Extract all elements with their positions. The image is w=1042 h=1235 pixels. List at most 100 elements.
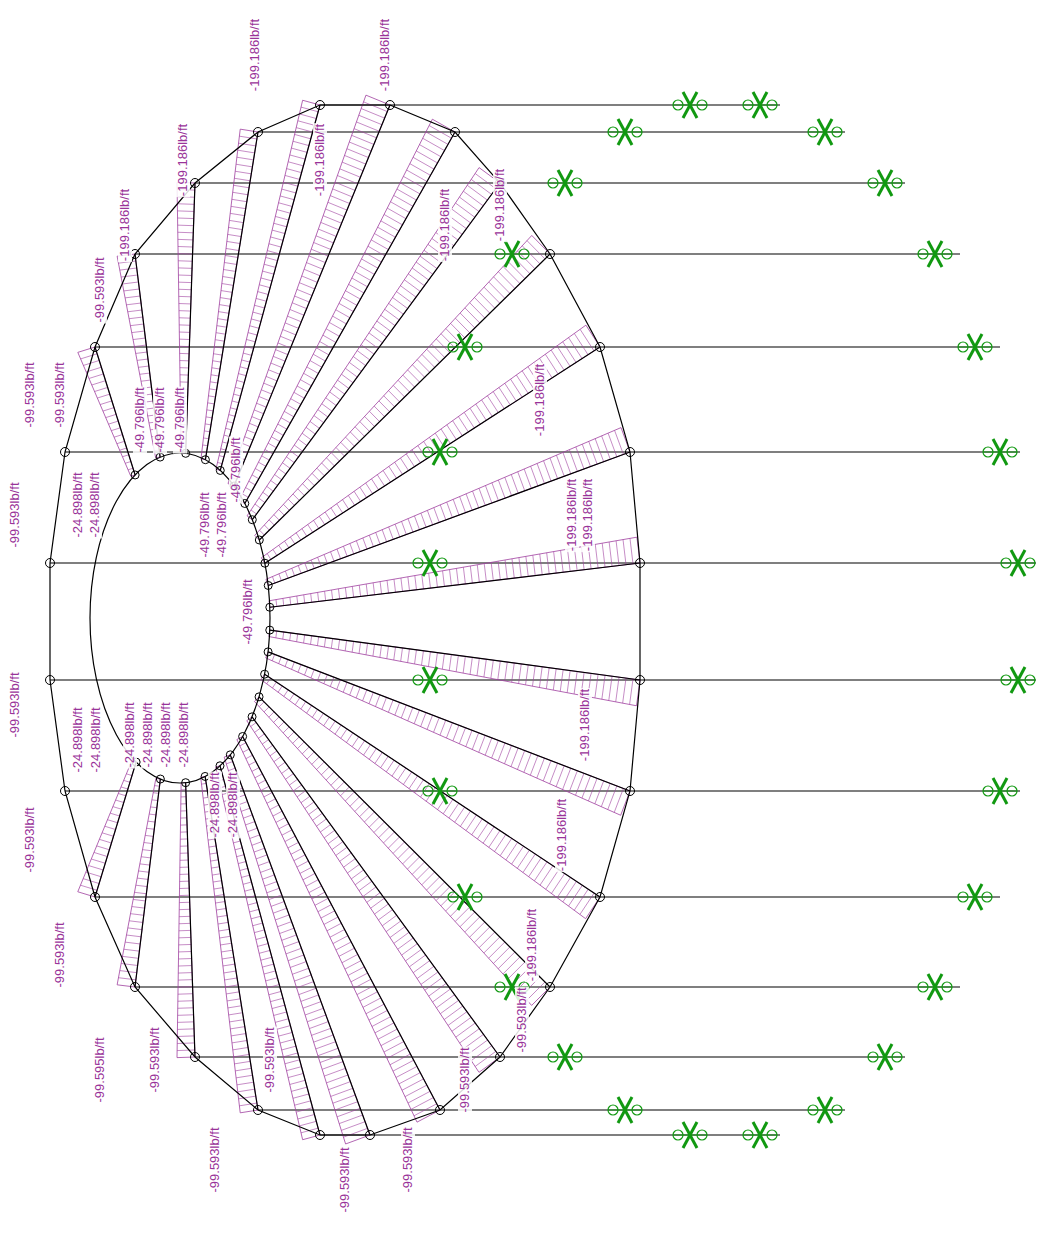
joint-node xyxy=(254,128,263,137)
support-symbol xyxy=(1001,550,1035,576)
load-value: -99.593lb/ft xyxy=(401,1126,415,1193)
radial-member xyxy=(95,762,136,897)
radial-member xyxy=(265,674,600,897)
radial-member xyxy=(220,766,320,1135)
joint-node xyxy=(131,983,140,992)
load-value: -99.593lb/ft xyxy=(263,1026,277,1093)
load-value: -24.898lb/ft xyxy=(71,706,85,773)
distributed-load xyxy=(261,325,600,563)
horizontal-member xyxy=(320,1134,780,1135)
outer-ring xyxy=(50,105,640,1135)
distributed-load xyxy=(224,755,370,1144)
radial-member xyxy=(270,563,640,607)
horizontal-member xyxy=(95,346,1000,347)
support-symbol xyxy=(983,439,1017,465)
radial-member xyxy=(245,132,455,503)
load-value: -99.593lb/ft xyxy=(148,1026,162,1093)
radial-member xyxy=(243,737,440,1110)
load-value: -199.186lb/ft xyxy=(118,188,132,262)
radial-member xyxy=(135,779,160,987)
joint-node xyxy=(496,1053,505,1062)
joint-node xyxy=(61,448,70,457)
horizontal-member xyxy=(258,1109,845,1110)
load-value: -99.593lb/ft xyxy=(8,481,22,548)
load-value: -199.186lb/ft xyxy=(525,908,539,982)
joint-node xyxy=(596,343,605,352)
load-value: -199.186lb/ft xyxy=(313,123,327,197)
support-symbol xyxy=(673,1122,707,1148)
load-value: -99.593lb/ft xyxy=(23,361,37,428)
support-symbol xyxy=(868,170,902,196)
load-value: -199.186lb/ft xyxy=(378,18,392,92)
horizontal-member xyxy=(258,131,845,132)
support-symbol xyxy=(608,119,642,145)
radial-member xyxy=(270,630,640,680)
load-value: -199.186lb/ft xyxy=(533,363,547,437)
joint-node xyxy=(46,559,55,568)
horizontal-member xyxy=(195,1056,905,1057)
load-value: -24.898lb/ft xyxy=(177,701,191,768)
joint-node xyxy=(191,1053,200,1062)
load-value: -199.186lb/ft xyxy=(581,478,595,552)
distributed-load xyxy=(254,697,550,1006)
distributed-load xyxy=(177,783,195,1058)
horizontal-member xyxy=(195,182,905,183)
load-value: -199.186lb/ft xyxy=(565,478,579,552)
load-value: -24.898lb/ft xyxy=(208,771,222,838)
joint-node xyxy=(46,676,55,685)
support-symbol xyxy=(548,170,582,196)
joint-node xyxy=(636,559,645,568)
load-value: -99.593lb/ft xyxy=(93,256,107,323)
joint-node xyxy=(91,893,100,902)
support-symbol xyxy=(918,974,952,1000)
distributed-load xyxy=(117,778,160,987)
distributed-load xyxy=(247,168,500,520)
load-value: -99.595lb/ft xyxy=(93,1036,107,1103)
radial-member xyxy=(95,347,135,475)
distributed-load xyxy=(247,717,500,1072)
load-value: -99.593lb/ft xyxy=(515,986,529,1053)
load-value: -99.593lb/ft xyxy=(53,361,67,428)
load-value: -24.898lb/ft xyxy=(226,771,240,838)
load-value: -24.898lb/ft xyxy=(141,701,155,768)
joint-node xyxy=(386,101,395,110)
radial-member xyxy=(205,132,258,460)
load-value: -24.898lb/ft xyxy=(88,471,102,538)
distributed-load xyxy=(216,100,320,470)
horizontal-member xyxy=(65,451,1020,452)
distributed-load xyxy=(78,347,135,476)
radial-member xyxy=(234,105,390,486)
radial-member xyxy=(268,452,630,585)
distributed-load xyxy=(239,119,455,503)
load-value: -199.186lb/ft xyxy=(248,18,262,92)
load-value: -199.186lb/ft xyxy=(438,188,452,262)
load-value: -49.796lb/ft xyxy=(133,386,147,453)
support-symbol xyxy=(608,1097,642,1123)
load-value: -24.898lb/ft xyxy=(123,701,137,768)
radial-member xyxy=(186,783,195,1057)
radial-member xyxy=(186,183,195,453)
inner-ring xyxy=(90,453,270,783)
joint-node xyxy=(546,250,555,259)
support-symbol xyxy=(413,550,447,576)
load-value: -199.186lb/ft xyxy=(555,798,569,872)
horizontal-member xyxy=(95,896,1000,897)
distributed-load xyxy=(201,129,258,460)
load-value: -49.796lb/ft xyxy=(229,436,243,503)
joint-node xyxy=(451,128,460,137)
support-symbol xyxy=(413,667,447,693)
radial-member xyxy=(268,652,630,791)
joint-node xyxy=(636,676,645,685)
joint-node xyxy=(366,1131,375,1140)
joint-node xyxy=(626,787,635,796)
load-value: -24.898lb/ft xyxy=(89,706,103,773)
joint-node xyxy=(254,1106,263,1115)
support-symbol xyxy=(448,334,482,360)
radial-member xyxy=(252,183,500,520)
horizontal-member xyxy=(135,253,960,254)
support-symbol xyxy=(958,334,992,360)
load-value: -24.898lb/ft xyxy=(159,701,173,768)
support-symbol xyxy=(1001,667,1035,693)
support-symbol xyxy=(983,778,1017,804)
